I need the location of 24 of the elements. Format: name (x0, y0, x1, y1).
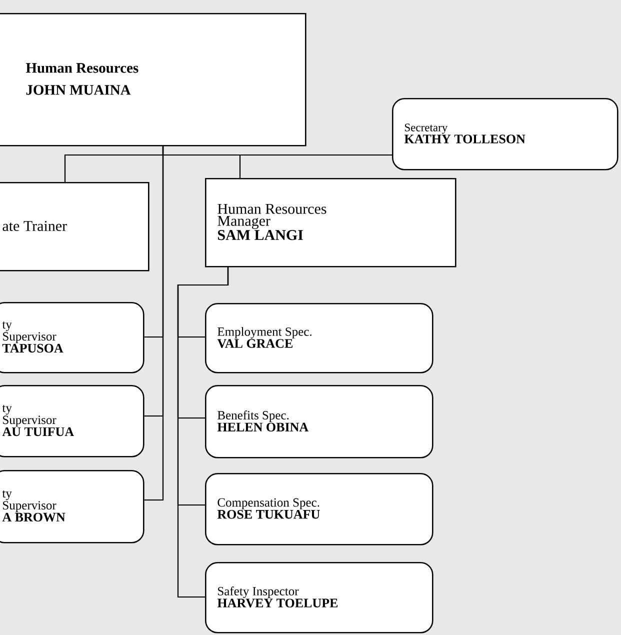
position-text: Benefits Spec. HELEN OBINA (217, 410, 308, 432)
position-box (0, 182, 150, 272)
position-box (205, 178, 456, 268)
position-text: Human Resources Manager SAM LANGI (218, 204, 326, 240)
position-text: ty Supervisor A BROWN (2, 490, 66, 522)
position-text: Secretary KATHY TOLLESON (404, 124, 526, 144)
position-box (0, 385, 144, 458)
position-text: ty Supervisor AU TUIFUA (2, 404, 74, 436)
position-text: Compensation Spec. ROSE TUKUAFU (217, 498, 320, 519)
position-text: ty Supervisor TAPUSOA (2, 321, 64, 353)
department-box (0, 13, 306, 146)
position-box (205, 562, 434, 634)
position-box (205, 385, 434, 458)
connector-line (177, 267, 229, 598)
position-text: ate Trainer (2, 220, 67, 232)
position-text: Employment Spec. VAL GRACE (217, 327, 312, 348)
connector-line (144, 146, 164, 501)
department-text: Human Resources JOHN MUAINA (26, 63, 138, 95)
position-box (205, 473, 434, 546)
position-box (0, 470, 144, 544)
position-box (0, 302, 144, 374)
position-box (392, 98, 618, 170)
position-box (205, 303, 434, 374)
position-text: Safety Inspector HARVEY TOELUPE (217, 586, 338, 608)
